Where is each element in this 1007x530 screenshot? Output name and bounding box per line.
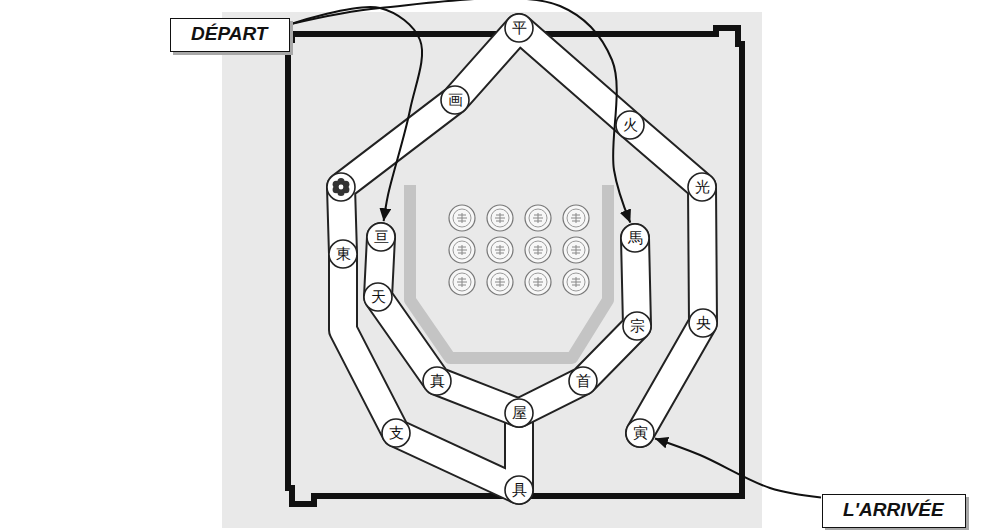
space-character: 支 [389, 426, 404, 441]
flower-space [327, 173, 355, 201]
space-outline [616, 111, 644, 139]
board-space: 支 [381, 418, 411, 448]
inner-path [378, 237, 637, 413]
space-character: 火 [623, 118, 638, 133]
board-space: 真 [422, 366, 452, 396]
space-character: 画 [448, 93, 463, 108]
pawn [563, 205, 589, 231]
space-outline [441, 86, 469, 114]
board-space: 具 [504, 475, 534, 505]
callout-arrow [655, 439, 821, 498]
space-character: 宗 [630, 319, 645, 334]
space-outline [423, 367, 451, 395]
space-character: 真 [430, 374, 445, 389]
board-space: 画 [440, 85, 470, 115]
board-space: 天 [363, 282, 393, 312]
space-outline [367, 223, 395, 251]
callout-box: DÉPART [170, 18, 290, 52]
space-character: 馬 [628, 231, 643, 246]
pawn [563, 269, 589, 295]
board-space: 央 [688, 308, 718, 338]
space-character: 平 [512, 21, 527, 36]
grey-track [410, 185, 608, 358]
pawn [487, 237, 513, 263]
board-space: 寅 [625, 418, 655, 448]
space-character: 寅 [633, 426, 648, 441]
space-outline [688, 173, 716, 201]
board-space: 屋 [504, 398, 534, 428]
board-space: 火 [615, 110, 645, 140]
space-outline [505, 399, 533, 427]
pawn [525, 269, 551, 295]
path-outline [341, 28, 703, 490]
space-outline [505, 476, 533, 504]
pawn [487, 205, 513, 231]
callout-arrow [291, 0, 630, 223]
space-outline [364, 283, 392, 311]
space-character: 具 [512, 483, 527, 498]
space-outline [621, 224, 649, 252]
callout-text: DÉPART [191, 24, 267, 45]
space-character: 首 [576, 374, 591, 389]
board-space: 首 [568, 366, 598, 396]
callout-box: L'ARRIVÉE [822, 494, 966, 528]
pawn-group [449, 205, 589, 295]
pawn [525, 237, 551, 263]
space-character: 亘 [374, 230, 389, 245]
pawn [449, 269, 475, 295]
space-character: 屋 [512, 406, 527, 421]
path-band [341, 28, 703, 490]
board-space: 東 [328, 239, 358, 269]
space-character: 光 [695, 180, 710, 195]
space-outline [626, 419, 654, 447]
callout-text: L'ARRIVÉE [843, 500, 944, 521]
pawn [525, 205, 551, 231]
space-outline [689, 309, 717, 337]
space-outline [569, 367, 597, 395]
board-space: 宗 [622, 311, 652, 341]
space-outline [329, 240, 357, 268]
path-band [378, 237, 637, 413]
board-space: 馬 [620, 223, 650, 253]
board-space: 平 [504, 13, 534, 43]
board-frame [288, 28, 742, 504]
path-outline [378, 237, 637, 413]
board-ground [222, 12, 762, 528]
pawn [449, 237, 475, 263]
space-character: 東 [336, 247, 351, 262]
space-outline [505, 14, 533, 42]
outer-path [341, 28, 703, 490]
board-space: 亘 [366, 222, 396, 252]
space-character: 央 [696, 316, 711, 331]
space-outline [382, 419, 410, 447]
space-outline [623, 312, 651, 340]
callout-arrow [291, 7, 422, 221]
space-character: 天 [371, 290, 386, 305]
pawn [563, 237, 589, 263]
board-space: 光 [687, 172, 717, 202]
pawn [449, 205, 475, 231]
pawn [487, 269, 513, 295]
